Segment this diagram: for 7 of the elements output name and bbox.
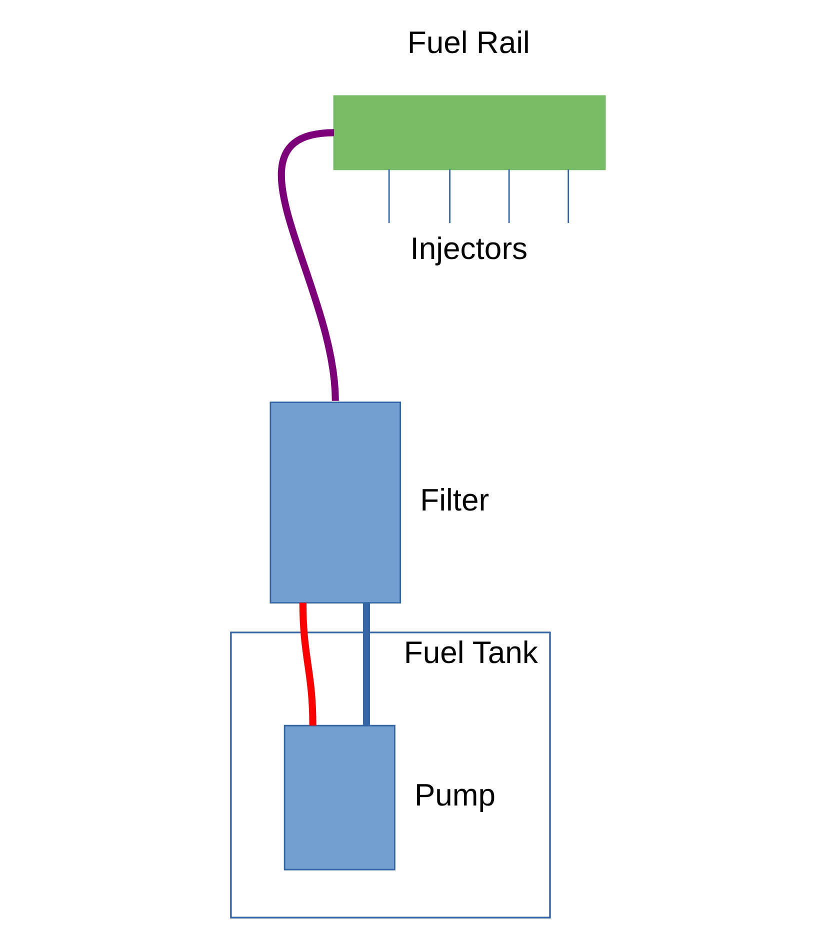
connector <box>277 129 338 402</box>
node-label: Injectors <box>410 231 528 266</box>
connector <box>298 602 316 726</box>
node-label: Pump <box>414 778 496 813</box>
node-label: Fuel Rail <box>406 25 530 60</box>
connector <box>362 602 370 726</box>
node-label: Filter <box>420 482 489 518</box>
